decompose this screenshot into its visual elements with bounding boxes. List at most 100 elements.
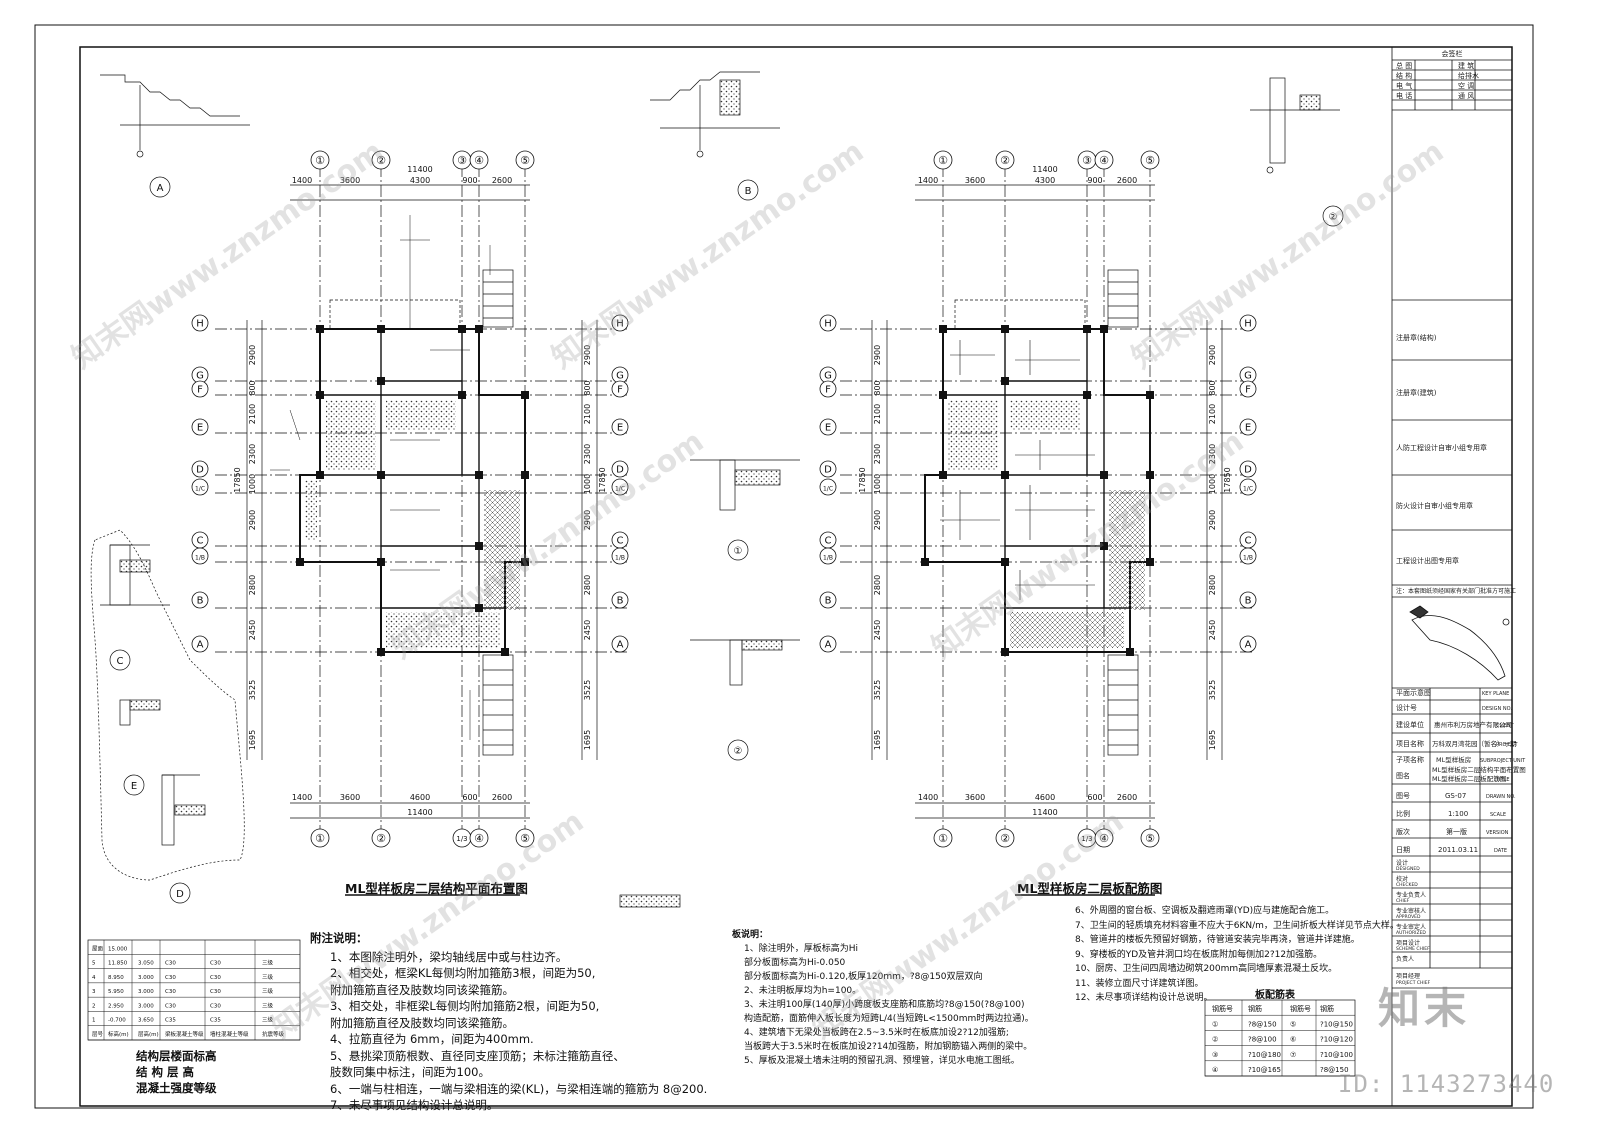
field-client-value: 惠州市利万房地产有限公司 [1434, 720, 1512, 729]
notes-left-line: 7、未尽事项见结构设计总说明。 [330, 1098, 499, 1112]
section-mark-1: ① [734, 546, 743, 557]
dim-vertical: 1695 [1208, 730, 1217, 750]
dim-r-top-2: 3600 [965, 176, 985, 185]
rebar-table-cell: ?10@180 [1248, 1051, 1281, 1059]
axis-letter-label: E [197, 423, 203, 434]
sign-row-3a: 电 气 [1396, 81, 1412, 90]
stamp-structure: 注册章(结构) [1396, 333, 1437, 342]
floor-table-cell: C30 [165, 1003, 176, 1009]
field-scale-en: SCALE [1490, 812, 1506, 818]
rebar-table-cell: ?10@165 [1248, 1066, 1281, 1074]
left-plan [215, 165, 630, 830]
axis-letter-label: 1/C [195, 486, 205, 493]
dim-bot-3: 4600 [410, 793, 430, 802]
field-drawing-no-value: GS-07 [1445, 792, 1466, 800]
axis-letter-bubble [819, 635, 837, 653]
notes-left-line: 3、相交处，非框梁L每侧均附加箍筋2根，间距为50, [330, 999, 600, 1013]
section-mark-2: ② [734, 746, 743, 757]
stamp-civil-defense: 人防工程设计自审小组专用章 [1396, 443, 1487, 452]
dim-r-bot-2: 3600 [965, 793, 985, 802]
dim-vertical: 2900 [248, 345, 257, 365]
sign-row-4b: 通 风 [1458, 91, 1474, 100]
role-checked-en: CHECKED [1396, 882, 1418, 888]
axis-r-bot-1: ① [938, 832, 948, 845]
axis-letter-label: F [197, 385, 203, 396]
axis-letter-label: G [196, 371, 204, 382]
brand-logo-text: 知末 [1378, 984, 1471, 1033]
axis-letter-bubble [1239, 380, 1257, 398]
right-plan [840, 165, 1255, 830]
notes-slab-line: 5、厚板及混凝土墙未注明的预留孔洞、预埋管，详见水电施工图纸。 [744, 1056, 1020, 1066]
field-version-en: VERSION [1486, 830, 1509, 836]
section-mark-e: E [131, 781, 137, 792]
title-block [1391, 46, 1513, 1107]
dim-bot-4: 600 [462, 793, 477, 802]
axis-letter-bubble [191, 591, 209, 609]
axis-bot-3: 1/3 [456, 835, 467, 843]
floor-table-cell: C30 [165, 975, 176, 981]
floor-table-cell: 5.950 [108, 989, 124, 995]
sign-row-2b: 给排水 [1458, 71, 1479, 80]
floor-table-cell: 三级 [262, 973, 274, 981]
floor-table-cell: 1 [92, 1018, 96, 1024]
axis-letter-bubble [1239, 460, 1257, 478]
floor-table-cell: C35 [210, 1018, 221, 1024]
dim-vertical: 800 [873, 380, 882, 395]
dim-vertical: 2100 [873, 404, 882, 424]
notes-right-line: 8、管道井的楼板先预留好钢筋，待管道安装完毕再浇，管道井详建施。 [1075, 935, 1360, 945]
dim-vertical: 2450 [873, 620, 882, 640]
floor-table-cell: 屋面 [92, 945, 104, 952]
role-scheme: 项目设计 [1396, 939, 1420, 947]
floor-table-cell: 4 [92, 975, 96, 981]
role-responsible: 负责人 [1396, 955, 1414, 963]
axis-letter-bubble [819, 314, 837, 332]
axis-letter-label: 1/B [615, 555, 625, 562]
notes-left-line: 5、悬挑梁顶筋根数、直径同支座顶筋；未标注箍筋直径、 [330, 1048, 625, 1063]
axis-letter-label: A [197, 640, 204, 651]
role-authorized-en: AUTHORIZED [1396, 930, 1426, 936]
notes-left-heading: 附注说明： [310, 931, 368, 945]
field-subproject-label: 子项名称 [1396, 755, 1424, 764]
notes-left-line: 4、拉筋直径为 6mm，间距为400mm. [330, 1032, 534, 1046]
axis-r-top-1: ① [938, 154, 948, 167]
axis-letter-bubble [819, 380, 837, 398]
axis-letter-label: A [1245, 640, 1252, 651]
dim-top-2: 3600 [340, 176, 360, 185]
dim-vertical: 2900 [583, 510, 592, 530]
dim-vertical: 1695 [873, 730, 882, 750]
axis-letter-bubble [1239, 478, 1257, 496]
dim-vertical: 2900 [873, 345, 882, 365]
axis-letter-label: C [617, 536, 624, 547]
dim-vertical: 2800 [1208, 575, 1217, 595]
dim-vertical: 3525 [873, 680, 882, 700]
notes-slab-line: 4、建筑墙下无梁处当板跨在2.5~3.5米时在板底加设2?12加强筋; [744, 1028, 1009, 1038]
rebar-table-cell: 钢筋号 [1212, 1004, 1233, 1013]
rebar-table-cell: 钢筋号 [1290, 1004, 1311, 1013]
dim-top-3: 4300 [410, 176, 430, 185]
rebar-table-cell: ② [1212, 1036, 1218, 1044]
floor-table-cell: 5 [92, 961, 96, 967]
axis-letter-label: G [616, 371, 624, 382]
dim-vertical: 2100 [1208, 404, 1217, 424]
axis-letter-bubble [819, 591, 837, 609]
dim-vertical: 2800 [873, 575, 882, 595]
legend-line: 结构层楼面标高 [136, 1049, 217, 1063]
floor-table-cell: 层高(m) [138, 1030, 159, 1038]
section-mark-d: D [176, 889, 184, 900]
sign-row-3b: 空 调 [1458, 81, 1474, 90]
key-plan-label: 平面示意图 [1396, 688, 1431, 697]
sign-row-4a: 电 话 [1396, 91, 1412, 100]
field-project-value: 万科双月湾花园（暂名）一期 [1432, 739, 1517, 748]
rebar-table-cell: ④ [1212, 1066, 1218, 1074]
sign-row-1a: 总 图 [1396, 61, 1412, 70]
section-mark-a: A [157, 183, 164, 194]
axis-r-top-5: ⑤ [1145, 154, 1155, 167]
dim-vertical: 800 [248, 380, 257, 395]
axis-letter-label: B [617, 596, 624, 607]
dim-vertical: 2450 [248, 620, 257, 640]
floor-table-cell: 三级 [262, 1001, 274, 1009]
dim-vertical: 2800 [248, 575, 257, 595]
role-pm: 项目经理 [1396, 972, 1420, 980]
dim-vertical-total: 17850 [233, 467, 242, 492]
